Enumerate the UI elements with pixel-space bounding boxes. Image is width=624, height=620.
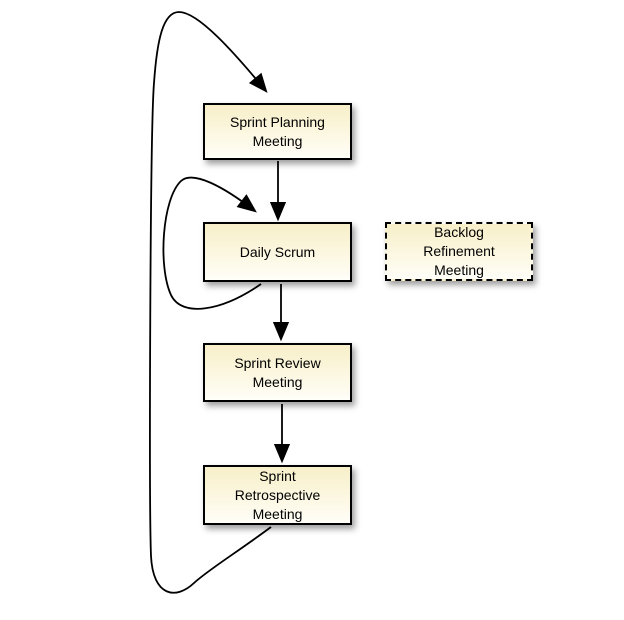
node-backlog-refinement-meeting: Backlog Refinement Meeting (385, 222, 533, 281)
node-sprint-review-label: Sprint Review Meeting (234, 354, 321, 390)
node-daily-scrum: Daily Scrum (203, 222, 352, 282)
node-sprint-review-meeting: Sprint Review Meeting (203, 343, 352, 402)
node-sprint-planning-meeting: Sprint Planning Meeting (203, 103, 352, 160)
edge-retrospective-to-planning-loop (149, 11, 272, 594)
edge-daily-scrum-self-loop (162, 176, 262, 310)
node-sprint-retrospective-label: Sprint Retrospective Meeting (234, 467, 321, 522)
node-sprint-planning-label: Sprint Planning Meeting (230, 113, 325, 149)
node-daily-scrum-label: Daily Scrum (239, 243, 316, 260)
node-sprint-retrospective-meeting: Sprint Retrospective Meeting (203, 465, 352, 525)
node-backlog-refinement-label: Backlog Refinement Meeting (423, 224, 495, 278)
